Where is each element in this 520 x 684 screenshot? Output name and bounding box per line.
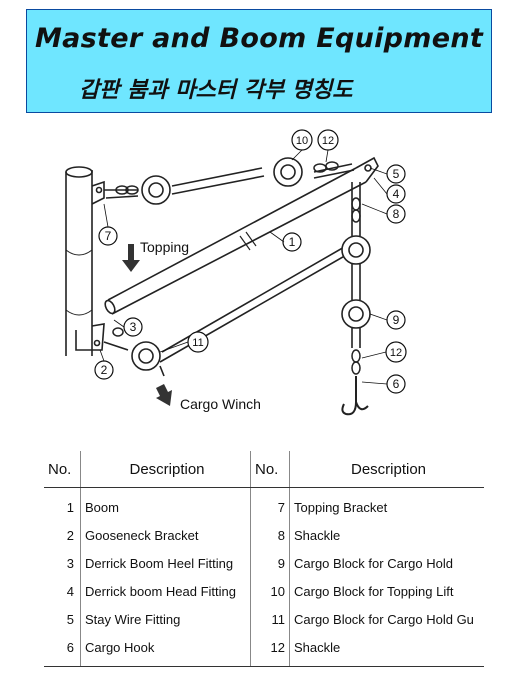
gooseneck-bracket bbox=[75, 323, 105, 351]
svg-text:11: 11 bbox=[192, 337, 203, 349]
page-subtitle-korean: 갑판 붐과 마스터 각부 명칭도 bbox=[79, 78, 353, 103]
row-no-right: 11 bbox=[250, 605, 290, 633]
svg-text:2: 2 bbox=[101, 363, 108, 377]
title-box: Master and Boom Equipment 갑판 붐과 마스터 각부 명… bbox=[26, 9, 492, 113]
table-row: 5 Stay Wire Fitting 11 Cargo Block for C… bbox=[44, 605, 484, 633]
table-row: 2 Gooseneck Bracket 8 Shackle bbox=[44, 521, 484, 549]
cargo-hook bbox=[341, 376, 369, 416]
header-no-left: No. bbox=[44, 451, 81, 488]
row-no-left: 2 bbox=[66, 527, 74, 543]
callout-12a: 12 bbox=[317, 129, 339, 151]
row-desc-right: Cargo Block for Cargo Hold Gu bbox=[289, 605, 484, 633]
row-desc-left: Boom bbox=[80, 487, 251, 521]
row-desc-left: Stay Wire Fitting bbox=[80, 605, 251, 633]
boom-rigging-diagram: Topping Cargo Winch 1 2 3 4 5 6 7 8 9 10… bbox=[65, 129, 407, 416]
label-topping: Topping bbox=[140, 239, 189, 255]
callout-5: 5 bbox=[386, 164, 406, 184]
svg-text:12: 12 bbox=[390, 347, 402, 359]
row-desc-right: Cargo Block for Topping Lift bbox=[289, 577, 484, 605]
row-no-left: 6 bbox=[44, 633, 81, 667]
row-desc-left: Cargo Hook bbox=[80, 633, 251, 667]
callout-4: 4 bbox=[386, 184, 406, 204]
callout-9: 9 bbox=[386, 310, 406, 330]
row-no-left: 4 bbox=[66, 583, 74, 599]
row-desc-left: Derrick boom Head Fitting bbox=[80, 577, 251, 605]
mast bbox=[65, 170, 93, 356]
topping-arrow bbox=[122, 244, 140, 272]
svg-text:12: 12 bbox=[322, 135, 334, 147]
row-no-left: 1 bbox=[66, 499, 74, 515]
table-row: 4 Derrick boom Head Fitting 10 Cargo Blo… bbox=[44, 577, 484, 605]
page-title: Master and Boom Equipment bbox=[34, 23, 484, 54]
header-no-right: No. bbox=[250, 451, 290, 488]
svg-text:7: 7 bbox=[105, 229, 112, 243]
row-no-right: 12 bbox=[250, 633, 290, 667]
cargo-winch-wire bbox=[103, 341, 165, 377]
table-row: 1 Boom 7 Topping Bracket bbox=[44, 487, 484, 521]
row-no-right: 8 bbox=[250, 521, 290, 549]
row-desc-right: Shackle bbox=[289, 521, 484, 549]
row-no-right: 9 bbox=[250, 549, 290, 577]
topping-lift-wire bbox=[104, 163, 353, 191]
svg-text:4: 4 bbox=[393, 187, 400, 201]
row-desc-left: Derrick Boom Heel Fitting bbox=[80, 549, 251, 577]
table-row: 6 Cargo Hook 12 Shackle bbox=[44, 633, 484, 667]
table-row: 3 Derrick Boom Heel Fitting 9 Cargo Bloc… bbox=[44, 549, 484, 577]
row-desc-right: Topping Bracket bbox=[289, 487, 484, 521]
callout-3: 3 bbox=[123, 317, 143, 337]
boom bbox=[107, 167, 367, 315]
header-description-left: Description bbox=[80, 451, 251, 488]
callout-8: 8 bbox=[386, 204, 406, 224]
svg-text:3: 3 bbox=[130, 320, 137, 334]
callout-12b: 12 bbox=[385, 341, 407, 363]
parts-table: No. Description No. Description 1 Boom 7… bbox=[44, 451, 484, 667]
callout-1: 1 bbox=[282, 232, 302, 252]
svg-text:9: 9 bbox=[393, 313, 400, 327]
label-cargo-winch: Cargo Winch bbox=[180, 396, 261, 412]
table-header-row: No. Description No. Description bbox=[44, 451, 484, 488]
callout-2: 2 bbox=[94, 360, 114, 380]
row-desc-right: Shackle bbox=[289, 633, 484, 667]
row-no-left: 5 bbox=[66, 611, 74, 627]
svg-text:1: 1 bbox=[289, 235, 296, 249]
callout-7: 7 bbox=[98, 226, 118, 246]
svg-text:8: 8 bbox=[393, 207, 400, 221]
svg-text:10: 10 bbox=[296, 135, 308, 147]
row-desc-right: Cargo Block for Cargo Hold bbox=[289, 549, 484, 577]
row-no-right: 10 bbox=[250, 577, 290, 605]
boom-head bbox=[355, 156, 379, 183]
cargo-winch-arrow bbox=[156, 384, 172, 406]
callout-11: 11 bbox=[187, 331, 209, 353]
row-no-left: 3 bbox=[66, 555, 74, 571]
cargo-fall-wire bbox=[351, 182, 361, 300]
callout-10: 10 bbox=[291, 129, 313, 151]
svg-text:6: 6 bbox=[393, 377, 400, 391]
callout-6: 6 bbox=[386, 374, 406, 394]
header-description-right: Description bbox=[289, 451, 484, 488]
row-no-right: 7 bbox=[250, 487, 290, 521]
row-desc-left: Gooseneck Bracket bbox=[80, 521, 251, 549]
mast-top bbox=[65, 166, 93, 178]
svg-text:5: 5 bbox=[393, 167, 400, 181]
